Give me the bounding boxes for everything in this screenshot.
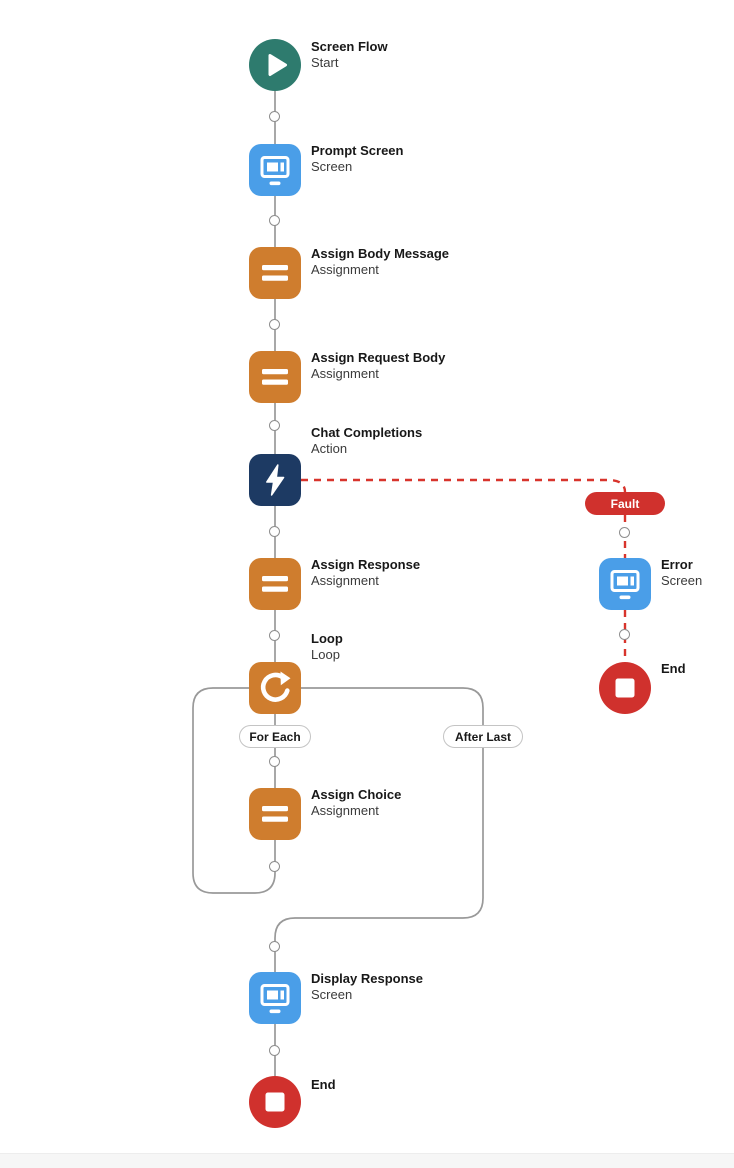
node-title: Prompt Screen: [311, 143, 404, 158]
flow-node-assign-body-message[interactable]: [249, 247, 301, 299]
flow-node-end[interactable]: [249, 1076, 301, 1128]
add-node-button[interactable]: [269, 941, 280, 952]
node-title: Chat Completions: [311, 425, 423, 440]
add-node-button[interactable]: [269, 630, 280, 641]
add-node-button[interactable]: [269, 861, 280, 872]
assignment-icon: [262, 265, 288, 281]
canvas-bottom-edge: [0, 1153, 734, 1168]
lightning-icon: [266, 464, 285, 496]
node-title: Loop: [311, 631, 343, 646]
branch-label-text: For Each: [249, 729, 301, 744]
flow-node-loop[interactable]: [249, 662, 301, 714]
node-title: End: [311, 1077, 336, 1092]
flow-node-assign-response[interactable]: [249, 558, 301, 610]
flow-node-start[interactable]: [249, 39, 301, 91]
flow-node-error-screen[interactable]: [599, 558, 651, 610]
branch-label-fault: Fault: [585, 492, 665, 515]
node-label-end-fault: End: [661, 661, 734, 677]
add-node-button[interactable]: [269, 420, 280, 431]
stop-icon: [615, 678, 635, 698]
branch-label-text: Fault: [610, 496, 640, 511]
node-label-end: End: [311, 1077, 511, 1093]
node-label-start: Screen Flow Start: [311, 39, 511, 70]
node-title: Assign Request Body: [311, 350, 446, 365]
screen-icon: [260, 984, 290, 1014]
node-label-display-response: Display Response Screen: [311, 971, 511, 1002]
node-title: Assign Response: [311, 557, 421, 572]
add-node-button[interactable]: [269, 526, 280, 537]
loop-icon: [260, 671, 291, 702]
node-subtitle: Screen: [311, 986, 353, 1002]
node-subtitle: Screen: [311, 158, 353, 174]
add-node-button[interactable]: [619, 629, 630, 640]
add-node-button[interactable]: [269, 319, 280, 330]
add-node-button[interactable]: [619, 527, 630, 538]
node-subtitle: Action: [311, 440, 348, 456]
node-label-assign-request-body: Assign Request Body Assignment: [311, 350, 511, 381]
stop-icon: [265, 1092, 285, 1112]
node-title: Error: [661, 557, 693, 572]
node-label-assign-choice: Assign Choice Assignment: [311, 787, 511, 818]
add-node-button[interactable]: [269, 756, 280, 767]
node-subtitle: Assignment: [311, 802, 379, 818]
flow-node-display-response[interactable]: [249, 972, 301, 1024]
node-label-loop: Loop Loop: [311, 631, 511, 662]
node-label-error-screen: Error Screen: [661, 557, 734, 588]
play-icon: [268, 54, 287, 76]
node-label-assign-response: Assign Response Assignment: [311, 557, 511, 588]
screen-icon: [610, 570, 640, 600]
add-node-button[interactable]: [269, 1045, 280, 1056]
node-label-prompt-screen: Prompt Screen Screen: [311, 143, 511, 174]
node-title: Screen Flow: [311, 39, 388, 54]
screen-icon: [260, 156, 290, 186]
branch-label-for-each: For Each: [239, 725, 311, 748]
flow-node-assign-choice[interactable]: [249, 788, 301, 840]
assignment-icon: [262, 576, 288, 592]
node-subtitle: Assignment: [311, 365, 379, 381]
node-subtitle: Assignment: [311, 261, 379, 277]
node-title: Assign Choice: [311, 787, 402, 802]
flow-node-assign-request-body[interactable]: [249, 351, 301, 403]
branch-label-after-last: After Last: [443, 725, 523, 748]
node-title: End: [661, 661, 686, 676]
flow-node-chat-completions[interactable]: [249, 454, 301, 506]
add-node-button[interactable]: [269, 111, 280, 122]
flow-node-prompt-screen[interactable]: [249, 144, 301, 196]
after-last-connector: [274, 687, 484, 972]
add-node-button[interactable]: [269, 215, 280, 226]
assignment-icon: [262, 806, 288, 822]
node-label-assign-body-message: Assign Body Message Assignment: [311, 246, 511, 277]
node-title: Display Response: [311, 971, 423, 986]
node-subtitle: Start: [311, 54, 339, 70]
assignment-icon: [262, 369, 288, 385]
node-subtitle: Screen: [661, 572, 703, 588]
node-label-chat-completions: Chat Completions Action: [311, 425, 511, 456]
node-title: Assign Body Message: [311, 246, 449, 261]
flow-node-end-fault[interactable]: [599, 662, 651, 714]
node-subtitle: Loop: [311, 646, 340, 662]
loop-back-connector: [192, 687, 276, 894]
branch-label-text: After Last: [454, 729, 511, 744]
node-subtitle: Assignment: [311, 572, 379, 588]
